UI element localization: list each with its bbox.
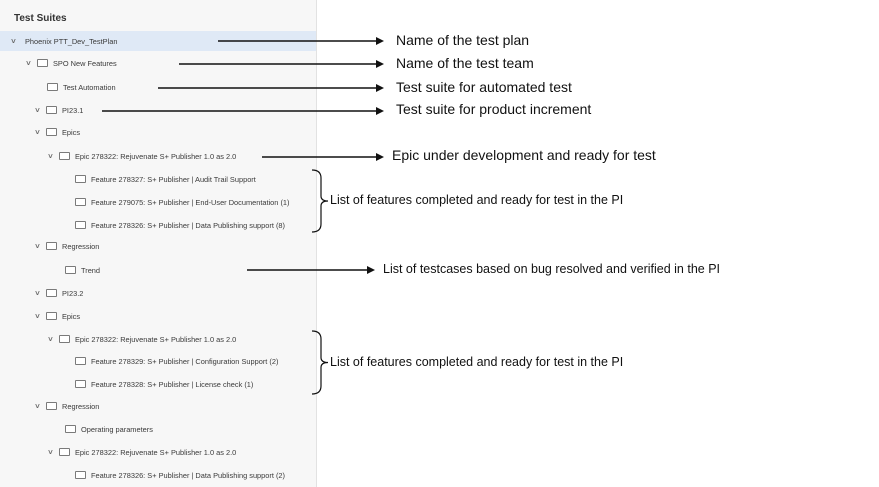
tree-item-label: Feature 278326: S+ Publisher | Data Publ… — [91, 470, 285, 480]
annotation-features-2: List of features completed and ready for… — [330, 355, 624, 369]
annotation-testcases: List of testcases based on bug resolved … — [383, 262, 721, 276]
annotation-increment-suite: Test suite for product increment — [396, 101, 592, 117]
tree-item-label: Epic 278322: Rejuvenate S+ Publisher 1.0… — [75, 334, 237, 344]
tree-item-label: Trend — [81, 265, 101, 275]
folder-icon — [75, 221, 86, 229]
tree-item-label: Epics — [62, 311, 81, 321]
folder-icon — [75, 175, 86, 183]
tree-item-label: Operating parameters — [81, 424, 153, 434]
tree-item[interactable]: ∨ Regression — [0, 396, 316, 416]
arrowhead-automated-suite — [376, 84, 384, 92]
folder-icon — [46, 242, 57, 250]
arrowhead-test-team — [376, 60, 384, 68]
chevron-down-icon[interactable]: ∨ — [47, 153, 54, 160]
folder-icon — [75, 380, 86, 388]
folder-icon — [46, 128, 57, 136]
arrowhead-test-plan — [376, 37, 384, 45]
tree-item[interactable]: Test Automation — [0, 77, 316, 97]
tree-item-label: Regression — [62, 401, 100, 411]
brace-features-2 — [311, 330, 329, 395]
tree-item[interactable]: Feature 278328: S+ Publisher | License c… — [0, 374, 316, 394]
tree-item-label: Regression — [62, 241, 100, 251]
chevron-down-icon[interactable]: ∨ — [34, 243, 41, 250]
tree-item[interactable]: ∨ Epics — [0, 306, 316, 326]
folder-icon — [46, 312, 57, 320]
tree-item-label: Epic 278322: Rejuvenate S+ Publisher 1.0… — [75, 447, 237, 457]
test-suites-panel: Test Suites ∨ Phoenix PTT_Dev_TestPlan ∨ SP… — [0, 0, 317, 487]
chevron-down-icon[interactable]: ∨ — [47, 336, 54, 343]
tree-item-label: Feature 279075: S+ Publisher | End-User … — [91, 197, 290, 207]
chevron-down-icon[interactable]: ∨ — [34, 107, 41, 114]
tree-item-label: Feature 278326: S+ Publisher | Data Publ… — [91, 220, 285, 230]
tree-item[interactable]: ∨ Epic 278322: Rejuvenate S+ Publisher 1.… — [0, 329, 316, 349]
tree-item[interactable]: Feature 278326: S+ Publisher | Data Publ… — [0, 465, 316, 485]
folder-icon — [75, 198, 86, 206]
tree-item-label: Test Automation — [63, 82, 116, 92]
folder-icon — [65, 425, 76, 433]
brace-features-1 — [311, 169, 329, 233]
tree-item[interactable]: ∨ Epics — [0, 122, 316, 142]
tree-item[interactable]: Feature 279075: S+ Publisher | End-User … — [0, 192, 316, 212]
folder-icon — [59, 448, 70, 456]
chevron-down-icon[interactable]: ∨ — [34, 403, 41, 410]
chevron-down-icon[interactable]: ∨ — [34, 313, 41, 320]
tree-item[interactable]: Feature 278327: S+ Publisher | Audit Tra… — [0, 169, 316, 189]
annotation-features-1: List of features completed and ready for… — [330, 193, 624, 207]
arrowhead-testcases — [367, 266, 375, 274]
tree-item[interactable]: ∨ Regression — [0, 236, 316, 256]
chevron-down-icon[interactable]: ∨ — [10, 38, 17, 45]
folder-icon — [47, 83, 58, 91]
chevron-down-icon[interactable]: ∨ — [34, 290, 41, 297]
chevron-down-icon[interactable]: ∨ — [47, 449, 54, 456]
tree-item[interactable]: ∨ Phoenix PTT_Dev_TestPlan — [0, 31, 316, 51]
folder-icon — [75, 471, 86, 479]
tree-item[interactable]: Feature 278329: S+ Publisher | Configura… — [0, 351, 316, 371]
tree-item-label: Phoenix PTT_Dev_TestPlan — [25, 36, 118, 46]
tree-item-label: Feature 278327: S+ Publisher | Audit Tra… — [91, 174, 256, 184]
tree-item[interactable]: ∨ PI23.1 — [0, 100, 316, 120]
arrowhead-epic — [376, 153, 384, 161]
chevron-down-icon[interactable]: ∨ — [34, 129, 41, 136]
tree-item[interactable]: ∨ PI23.2 — [0, 283, 316, 303]
folder-icon — [75, 357, 86, 365]
folder-icon — [37, 59, 48, 67]
folder-icon — [59, 152, 70, 160]
tree-item-label: PI23.1 — [62, 105, 84, 115]
folder-icon — [65, 266, 76, 274]
panel-title: Test Suites — [14, 13, 67, 24]
annotation-test-team: Name of the test team — [396, 55, 534, 71]
tree-item-label: Feature 278329: S+ Publisher | Configura… — [91, 356, 279, 366]
tree-item-label: Feature 278328: S+ Publisher | License c… — [91, 379, 254, 389]
annotation-epic: Epic under development and ready for tes… — [392, 147, 656, 163]
tree-item-label: Epic 278322: Rejuvenate S+ Publisher 1.0… — [75, 151, 237, 161]
tree-item-label: SPO New Features — [53, 58, 117, 68]
tree-item[interactable]: ∨ SPO New Features — [0, 53, 316, 73]
folder-icon — [59, 335, 70, 343]
annotation-automated-suite: Test suite for automated test — [396, 79, 572, 95]
tree-item-label: PI23.2 — [62, 288, 84, 298]
tree-item[interactable]: Feature 278326: S+ Publisher | Data Publ… — [0, 215, 316, 235]
folder-icon — [46, 402, 57, 410]
annotation-test-plan: Name of the test plan — [396, 32, 530, 48]
tree-item[interactable]: Operating parameters — [0, 419, 316, 439]
folder-icon — [46, 289, 57, 297]
tree-item[interactable]: ∨ Epic 278322: Rejuvenate S+ Publisher 1.… — [0, 146, 316, 166]
arrowhead-increment-suite — [376, 107, 384, 115]
folder-icon — [46, 106, 57, 114]
tree-item[interactable]: Trend — [0, 260, 316, 280]
tree-item-label: Epics — [62, 127, 81, 137]
chevron-down-icon[interactable]: ∨ — [25, 60, 32, 67]
tree-item[interactable]: ∨ Epic 278322: Rejuvenate S+ Publisher 1.… — [0, 442, 316, 462]
